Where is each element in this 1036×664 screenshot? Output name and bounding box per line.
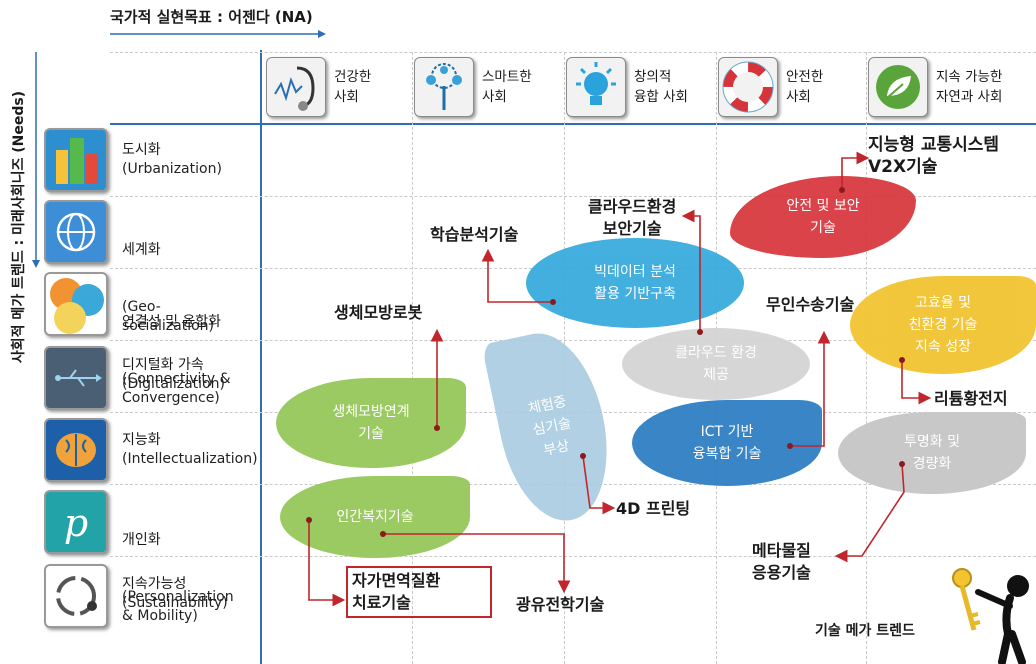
arrow-to-its: [841, 151, 870, 190]
label-its: 지능형 교통시스템 V2X기술: [868, 135, 1000, 177]
row-title: 도시화: [122, 142, 161, 158]
arrow-to-autoimmune: [308, 520, 346, 607]
lightbulb-icon: [566, 57, 626, 117]
column-label: 건강한 사회: [334, 69, 372, 105]
label-printing: 4D 프린팅: [616, 499, 691, 518]
stethoscope-icon: [266, 57, 326, 117]
row-subtitle: (Connectivity & Convergence): [122, 371, 231, 406]
row-digitalization: 디지털화 가속 (Digitalization): [122, 356, 225, 394]
column-axis-line: [110, 123, 1036, 125]
grid-line: [866, 52, 867, 664]
p-letter-icon: p: [44, 490, 108, 554]
column-label: 안전한 사회: [786, 69, 824, 105]
column-sustainable-society: 지속 가능한 자연과 사회: [868, 56, 1002, 118]
label-learning: 학습분석기술: [430, 225, 519, 244]
arrow-to-optogenetics: [383, 533, 571, 594]
row-subtitle: (Geo- socialization): [122, 299, 215, 334]
row-title: 지속가능성: [122, 576, 187, 592]
column-label: 지속 가능한 자연과 사회: [936, 69, 1003, 105]
row-urbanization: 도시화 (Urbanization): [122, 141, 222, 179]
blob-cloud: 클라우드 환경 제공: [622, 328, 810, 400]
buildings-icon: [44, 128, 108, 192]
row-subtitle: (Urbanization): [122, 161, 222, 177]
column-label: 창의적 융합 사회: [634, 69, 688, 105]
grid-line: [110, 196, 1036, 197]
row-title: 지능화: [122, 432, 161, 448]
grid-line: [110, 556, 1036, 557]
leaf-icon: [868, 57, 928, 117]
row-subtitle: (Personalization & Mobility): [122, 589, 234, 624]
row-subtitle: (Intellectualization): [122, 451, 258, 467]
row-axis-line: [260, 50, 262, 664]
label-metamaterial: 메타물질 응용기술: [752, 541, 811, 582]
blob-biomimetic: 생체모방연계 기술: [276, 378, 466, 468]
column-healthy-society: 건강한 사회: [266, 56, 371, 118]
arrow-to-battery: [901, 360, 932, 405]
globe-icon: [44, 200, 108, 264]
row-intellectualization: 지능화 (Intellectualization): [122, 431, 258, 469]
row-title: 세계화: [122, 242, 161, 258]
column-label: 스마트한 사회: [482, 69, 532, 105]
blob-welfare: 인간복지기술: [280, 476, 470, 558]
row-subtitle: (Sustainability): [122, 595, 228, 611]
blob-bigdata: 빅데이터 분석 활용 기반구축: [526, 238, 744, 328]
arrow-to-cloud-security: [681, 209, 701, 332]
usb-icon: [44, 346, 108, 410]
lifebuoy-icon: [718, 57, 778, 117]
arrow-to-unmanned: [790, 330, 831, 447]
grid-line: [412, 52, 413, 664]
grid-line: [110, 52, 1036, 53]
grid-line: [110, 340, 1036, 341]
row-personalization: 개인화 (Personalization & Mobility): [122, 493, 234, 645]
brain-icon: [44, 418, 108, 482]
blob-ict: ICT 기반 융복합 기술: [632, 400, 822, 486]
circuit-tree-icon: [414, 57, 474, 117]
column-smart-society: 스마트한 사회: [414, 56, 532, 118]
column-safe-society: 안전한 사회: [718, 56, 823, 118]
svg-text:p: p: [64, 501, 88, 545]
arrow-to-printing: [582, 455, 616, 515]
label-cloud-security: 클라우드환경 보안기술: [588, 197, 677, 238]
label-autoimmune: 자가면역질환 치료기술: [346, 566, 492, 618]
row-connectivity: 연결성 및 융합화 (Connectivity & Convergence): [122, 275, 231, 427]
row-title: 개인화: [122, 532, 161, 548]
label-optogenetics: 광유전학기술: [516, 595, 605, 614]
legend-mega-trend: 기술 메가 트렌드: [815, 623, 915, 639]
row-title: 디지털화 가속: [122, 357, 204, 373]
agenda-axis-arrow: [110, 30, 326, 38]
arrow-to-learning: [481, 248, 553, 303]
label-battery: 리튬황전지: [934, 389, 1008, 408]
cycle-icon: [44, 564, 108, 628]
agenda-axis-title: 국가적 실현목표 : 어젠다 (NA): [110, 8, 313, 26]
row-geo-socialization: 세계화 (Geo- socialization): [122, 203, 214, 355]
blob-transparent: 투명화 및 경량화: [838, 412, 1026, 494]
column-creative-society: 창의적 융합 사회: [566, 56, 688, 118]
row-sustainability: 지속가능성 (Sustainability): [122, 575, 228, 613]
circles-icon: [44, 272, 108, 336]
key-person-icon: [952, 568, 1029, 664]
arrow-to-metamaterial: [834, 463, 905, 563]
label-biorobot: 생체모방로봇: [334, 303, 423, 322]
label-unmanned: 무인수송기술: [766, 295, 855, 314]
blob-efficiency: 고효율 및 친환경 기술 지속 성장: [850, 276, 1036, 374]
needs-axis-arrow: [32, 52, 40, 268]
row-subtitle: (Digitalization): [122, 376, 225, 392]
row-title: 연결성 및 융합화: [122, 314, 222, 330]
